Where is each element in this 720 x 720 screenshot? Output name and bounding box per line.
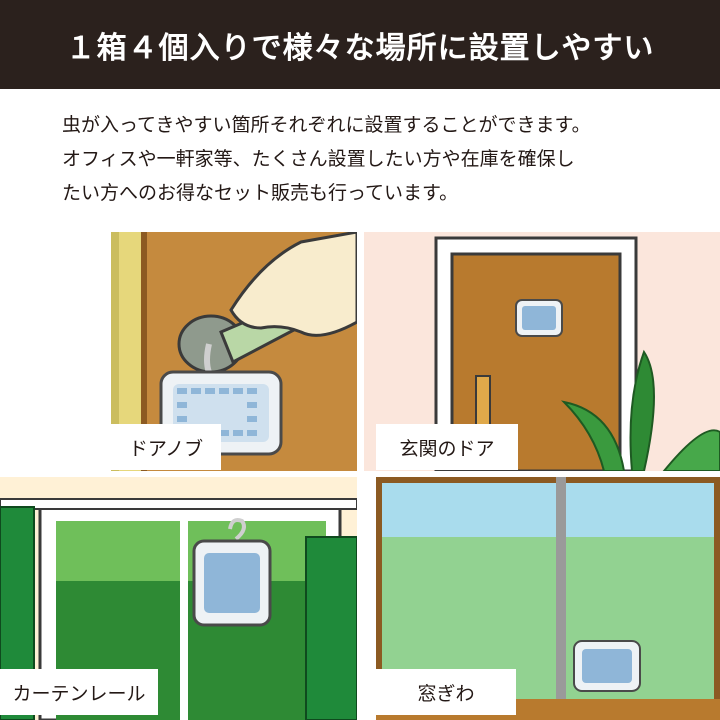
panel-window: 窓ぎわ [376,477,720,720]
curtain-rail-illustration [0,477,357,720]
intro-line-2: オフィスや一軒家等、たくさん設置したい方や在庫を確保し [62,148,575,170]
repellent-device-icon [573,640,641,692]
panel-doorknob: ドアノブ [111,232,357,471]
plant-icon [560,349,720,471]
repellent-device-icon [515,299,563,337]
header-title: １箱４個入りで様々な場所に設置しやすい [65,30,655,66]
repellent-device-icon [192,539,272,627]
panel-curtain-rail: カーテンレール [0,477,357,720]
header-banner: １箱４個入りで様々な場所に設置しやすい [0,0,720,89]
window-illustration [376,477,720,720]
label-doorknob: ドアノブ [111,424,221,470]
doorknob-illustration [111,232,357,471]
intro-line-1: 虫が入ってきやすい箇所それぞれに設置することができます。 [62,114,591,136]
label-curtain-rail: カーテンレール [0,669,158,715]
hand-icon [229,232,357,337]
label-window: 窓ぎわ [376,669,516,715]
intro-line-3: たい方へのお得なセット販売も行っています。 [62,182,459,204]
label-front-door: 玄関のドア [376,424,518,470]
panel-front-door: 玄関のドア [364,232,720,471]
intro-text: 虫が入ってきやすい箇所それぞれに設置することができます。 オフィスや一軒家等、た… [62,108,682,210]
